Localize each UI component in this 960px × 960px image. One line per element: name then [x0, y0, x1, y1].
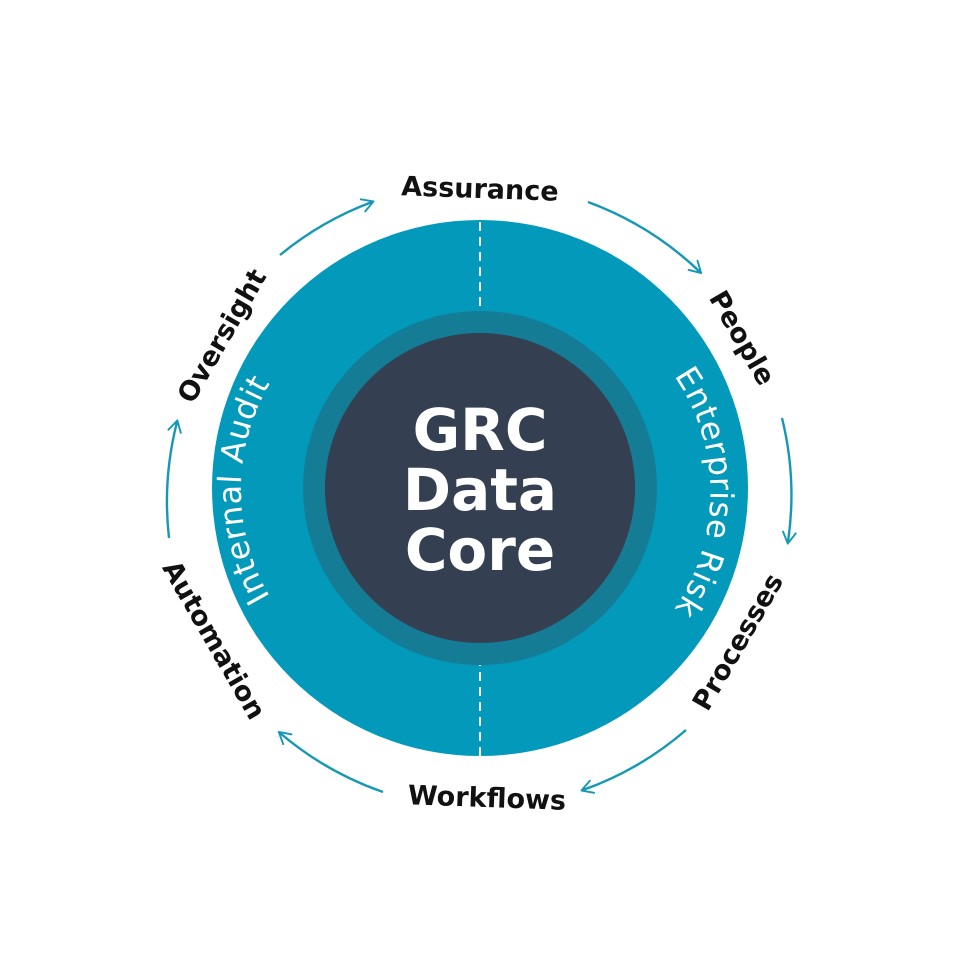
arrow-processes-to-workflows — [580, 729, 687, 794]
core-line-3: Core — [405, 516, 555, 584]
core-circle — [325, 333, 635, 643]
arrow-assurance-to-people — [587, 200, 703, 275]
arrow-people-to-processes — [780, 417, 797, 545]
arrow-oversight-to-assurance — [279, 198, 375, 256]
label-assurance: Assurance — [401, 171, 559, 207]
core-title: GRC Data Core — [403, 396, 557, 584]
arrow-workflows-to-automation — [277, 731, 384, 794]
cycle-arrows — [165, 198, 797, 794]
core-line-2: Data — [403, 456, 557, 524]
arrow-automation-to-oversight — [165, 419, 182, 539]
label-workflows: Workflows — [407, 780, 566, 817]
core-line-1: GRC — [413, 396, 548, 464]
